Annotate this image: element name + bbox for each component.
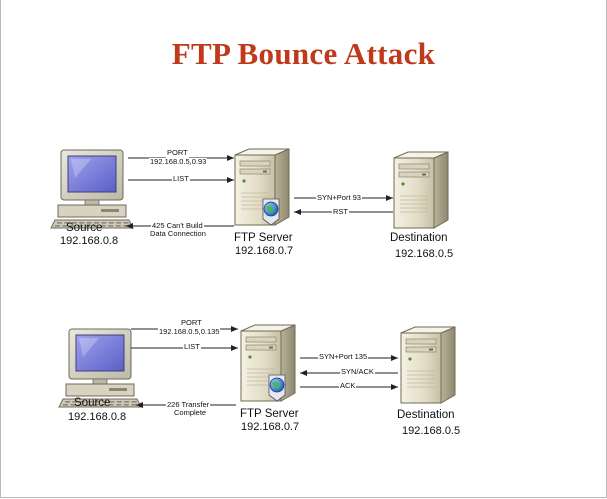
globe-icon	[262, 198, 280, 226]
source-label: Source	[66, 222, 103, 234]
reply-label-line2: Complete	[173, 408, 208, 418]
port-command-label: PORT	[166, 148, 189, 158]
port-address-label: 192.168.0.5,0.93	[149, 157, 208, 167]
server-message-label: ACK	[339, 381, 357, 391]
destination-ip: 192.168.0.5	[395, 248, 454, 260]
server-message-label: SYN+Port 135	[318, 352, 369, 362]
ftp-server-icon	[240, 324, 296, 402]
list-command-label: LIST	[172, 174, 190, 184]
source-ip: 192.168.0.8	[68, 411, 127, 423]
source-ip: 192.168.0.8	[60, 235, 119, 247]
destination-label: Destination	[390, 232, 448, 244]
reply-label-line2: Data Connection	[149, 229, 207, 239]
destination-server-icon	[400, 326, 456, 404]
ftp-server-label: FTP Server	[240, 408, 299, 420]
destination-label: Destination	[397, 409, 455, 421]
ftp-server-ip: 192.168.0.7	[241, 421, 300, 433]
list-command-label: LIST	[183, 342, 201, 352]
reply-label-line1: 226 Transfer	[166, 400, 211, 410]
ftp-server-icon	[234, 148, 290, 226]
reply-label-line1: 425 Can't Build	[151, 221, 204, 231]
desktop-computer-icon	[50, 149, 134, 229]
server-message-label: SYN+Port 93	[316, 193, 362, 203]
desktop-computer-icon	[58, 328, 142, 408]
destination-ip: 192.168.0.5	[402, 425, 461, 437]
server-message-label: RST	[332, 207, 349, 217]
globe-icon	[268, 374, 286, 402]
ftp-server-ip: 192.168.0.7	[235, 245, 294, 257]
server-message-label: SYN/ACK	[340, 367, 375, 377]
ftp-server-label: FTP Server	[234, 232, 293, 244]
page-title: FTP Bounce Attack	[171, 36, 436, 71]
destination-server-icon	[393, 151, 449, 229]
source-label: Source	[74, 397, 111, 409]
port-command-label: PORT	[180, 318, 203, 328]
port-address-label: 192.168.0.5,0.135	[158, 327, 221, 337]
